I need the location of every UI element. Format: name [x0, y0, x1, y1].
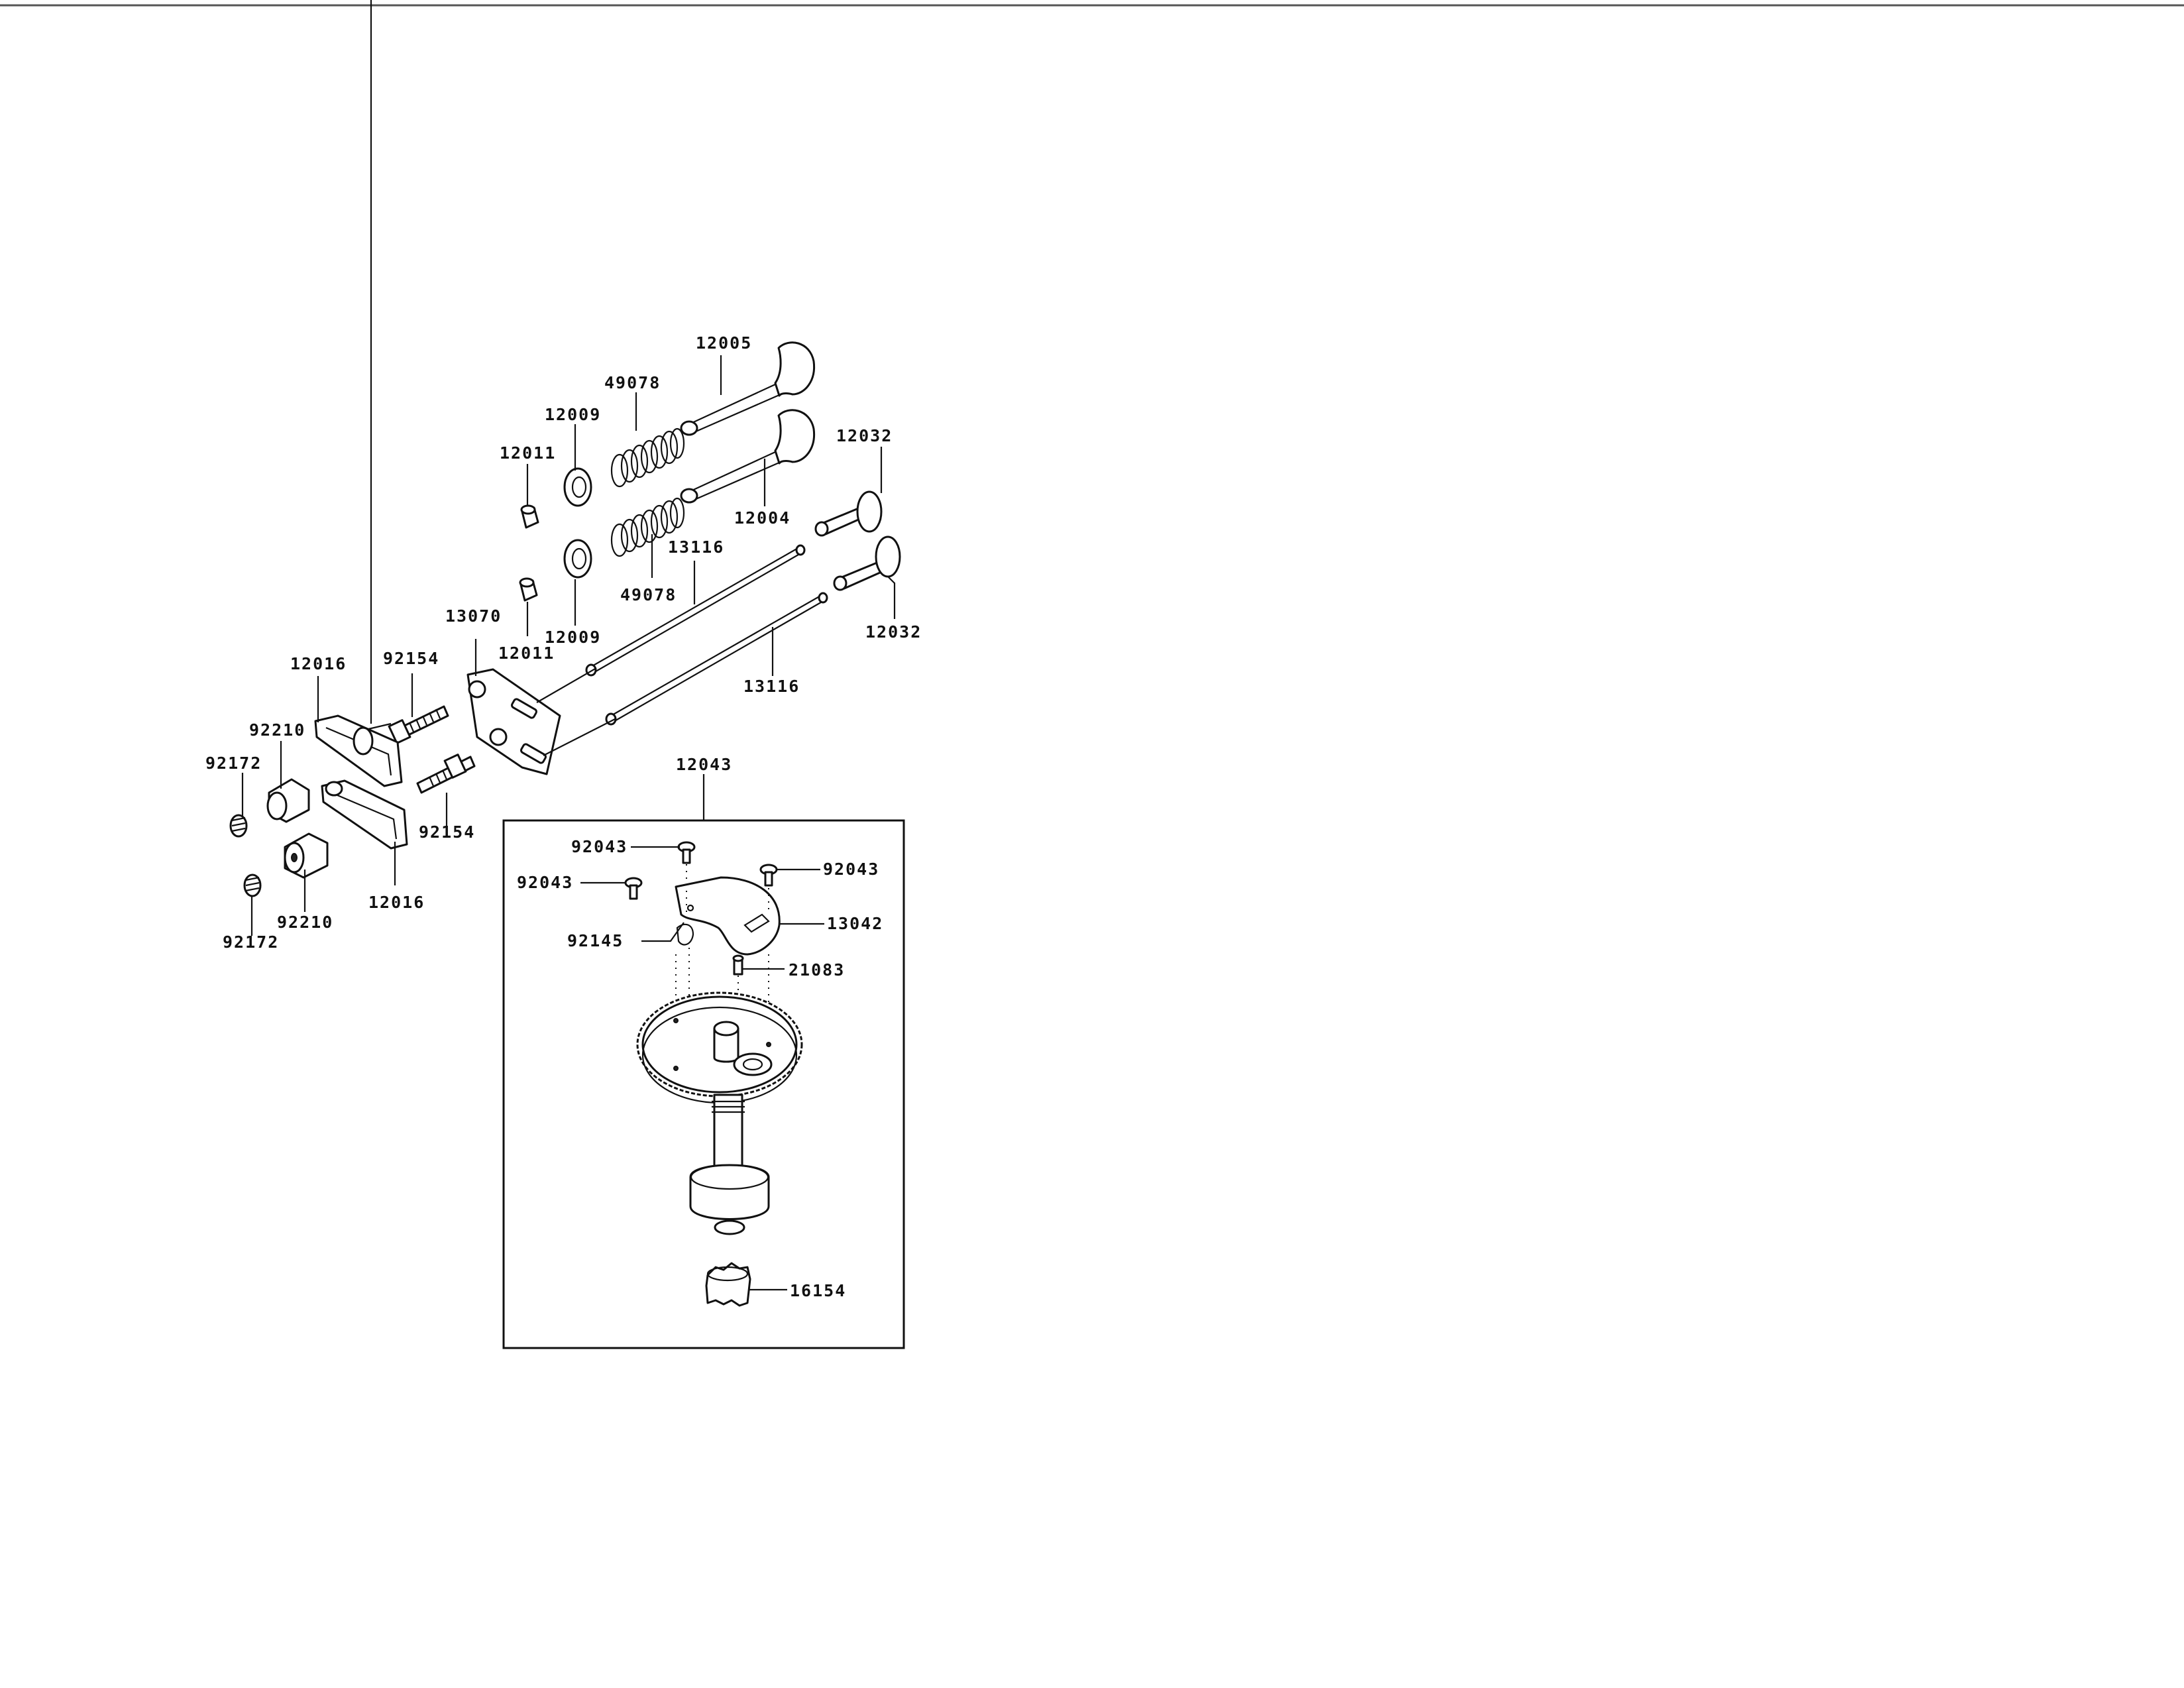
label-92154-top: 92154: [383, 649, 439, 668]
bolt-92043-c: [759, 864, 778, 887]
label-92172-top: 92172: [205, 754, 262, 773]
label-12016-bottom: 12016: [368, 893, 425, 912]
rocker-arm-12016-top: [314, 714, 403, 787]
label-13116-top: 13116: [668, 537, 724, 557]
rocker-arm-12016-bottom: [321, 779, 408, 850]
tappet-12032-bottom: [833, 535, 901, 591]
governor-weight-13042: [675, 876, 781, 956]
adjuster-92210-top: [266, 778, 310, 823]
label-92043-a: 92043: [571, 837, 628, 856]
label-21083: 21083: [789, 960, 845, 980]
camshaft: [689, 1094, 770, 1235]
bolt-92043-b: [624, 877, 643, 900]
pin-21083: [732, 954, 744, 976]
tappet-12032-top: [814, 490, 883, 537]
label-13042: 13042: [827, 914, 883, 933]
valve-12005: [680, 341, 816, 436]
push-rod-13116-top: [585, 544, 806, 677]
pump-rotor-16154: [705, 1262, 751, 1307]
label-12009-top: 12009: [545, 405, 601, 424]
label-12032-top: 12032: [836, 426, 893, 445]
label-16154: 16154: [790, 1281, 846, 1300]
screw-92172-top: [229, 814, 248, 838]
label-13116-bottom: 13116: [743, 677, 800, 696]
push-rod-13116-bottom: [605, 592, 828, 726]
valve-12004: [680, 409, 816, 504]
spring-49078-bottom: [610, 497, 685, 557]
leader-lines: [241, 0, 896, 1291]
label-92043-c: 92043: [823, 860, 879, 879]
label-12032-bottom: 12032: [865, 622, 922, 642]
label-12011-bottom: 12011: [498, 644, 555, 663]
label-13070: 13070: [445, 606, 502, 626]
label-12004: 12004: [734, 508, 791, 528]
collar-12011-bottom: [519, 577, 538, 602]
label-12005: 12005: [696, 333, 752, 353]
label-92210-top: 92210: [249, 720, 305, 740]
bolt-92043-a: [677, 841, 696, 864]
label-12009-bottom: 12009: [545, 628, 601, 647]
cam-gear: [636, 991, 803, 1104]
stud-92154-bottom: [416, 754, 476, 794]
rocker-plate-13070: [466, 667, 617, 775]
stud-92154-top: [388, 705, 449, 744]
label-92154-bottom: 92154: [419, 822, 475, 842]
label-12016-top: 12016: [290, 654, 347, 673]
adjuster-92210-bottom: [284, 832, 329, 879]
label-12011-top: 12011: [500, 443, 556, 463]
spring-49078-top: [610, 427, 685, 488]
label-92172-bottom: 92172: [223, 932, 279, 952]
label-12043: 12043: [676, 755, 732, 774]
label-92043-b: 92043: [517, 873, 573, 892]
retainer-12009-bottom: [563, 539, 592, 579]
retainer-12009-top: [563, 467, 592, 507]
label-92145: 92145: [567, 931, 624, 950]
label-49078-bottom: 49078: [620, 585, 677, 604]
collar-12011-top: [520, 504, 539, 529]
label-49078-top: 49078: [604, 373, 661, 392]
label-92210-bottom: 92210: [277, 913, 333, 932]
part-labels: 12005 49078 12009 12011 12032 12004 1311…: [205, 333, 922, 1300]
screw-92172-bottom: [243, 873, 262, 897]
